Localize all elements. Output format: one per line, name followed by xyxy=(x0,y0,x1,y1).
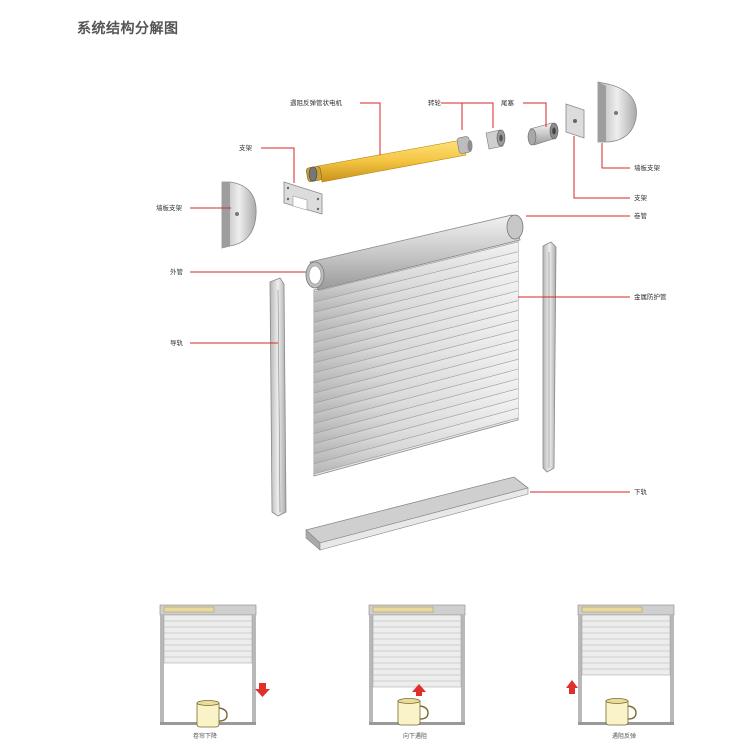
slat-edge xyxy=(313,417,519,475)
mug-icon xyxy=(196,700,228,728)
slat-edge xyxy=(313,300,519,353)
slat xyxy=(314,378,518,444)
guide-rail-left xyxy=(269,277,287,517)
slat-edge xyxy=(313,241,519,293)
label-bracket-right: 支架 xyxy=(634,193,648,202)
label-guide-rail: 导轨 xyxy=(170,338,184,347)
slat-curtain xyxy=(313,239,519,477)
label-roller-tube: 卷管 xyxy=(634,211,648,220)
slat xyxy=(314,388,518,454)
slat xyxy=(314,281,518,343)
label-bottom-rail: 下轨 xyxy=(634,487,648,496)
slat xyxy=(314,242,518,303)
bracket-plate-right xyxy=(565,103,585,139)
slat-edge xyxy=(313,359,519,414)
mug-icon xyxy=(605,698,637,726)
end-cap xyxy=(527,122,559,146)
slat-edge xyxy=(313,319,519,374)
label-wheel: 转轮 xyxy=(428,98,442,107)
label-end-cap: 尾塞 xyxy=(501,98,515,107)
slat-edge xyxy=(313,310,519,364)
slat-edge xyxy=(313,378,519,434)
bottom-rail xyxy=(305,476,529,551)
slat-edge xyxy=(313,329,519,384)
label-wall-bracket-left: 墙板支架 xyxy=(156,203,183,212)
leader-lines xyxy=(190,102,630,493)
mug-icon xyxy=(397,698,429,726)
guide-rail-right xyxy=(542,241,557,473)
slat-edge xyxy=(313,261,519,313)
tubular-motor xyxy=(306,136,473,183)
slat xyxy=(314,408,518,474)
slat xyxy=(314,310,518,373)
slat xyxy=(314,369,518,434)
slat xyxy=(314,339,518,404)
slat xyxy=(314,271,518,333)
slat xyxy=(314,330,518,394)
label-bracket-top-left: 支架 xyxy=(239,143,253,152)
slat xyxy=(314,290,518,353)
slat xyxy=(314,359,518,424)
slat xyxy=(314,320,518,383)
step-panel-2 xyxy=(368,604,466,725)
operation-steps: 卷帘下降 向下遇阻 遇阻反弹 xyxy=(159,604,675,740)
slat-edge xyxy=(313,251,519,303)
slat xyxy=(314,300,518,363)
slat xyxy=(314,398,518,464)
slat xyxy=(314,261,518,323)
bracket-plate-left xyxy=(283,181,323,215)
slat-edge xyxy=(313,398,519,455)
label-outer-tube: 外管 xyxy=(170,267,184,276)
slat-edge xyxy=(313,407,519,465)
slat-edge xyxy=(313,280,519,333)
step-panel-3 xyxy=(566,604,675,725)
drive-wheel xyxy=(485,129,506,150)
slat-edge xyxy=(313,271,519,323)
wall-bracket-left xyxy=(221,181,257,249)
roller-tube xyxy=(305,214,524,291)
slat-edge xyxy=(313,290,519,343)
slat xyxy=(314,349,518,414)
arrow-up-icon xyxy=(566,680,578,694)
slat-edge xyxy=(313,349,519,404)
slat-edge xyxy=(313,339,519,394)
caption-step-1: 卷帘下降 xyxy=(193,732,217,740)
page-title: 系统结构分解图 xyxy=(77,21,179,37)
label-metal-slats: 金属防护管 xyxy=(634,292,667,301)
step-panel-1 xyxy=(159,604,270,725)
arrow-down-icon xyxy=(255,683,270,697)
label-motor: 遇阻反弹管状电机 xyxy=(290,98,343,107)
wall-bracket-right xyxy=(597,81,637,143)
arrow-up-icon xyxy=(412,684,426,696)
caption-step-2: 向下遇阻 xyxy=(403,732,427,740)
slat-edge xyxy=(313,388,519,444)
slat xyxy=(314,251,518,313)
label-wall-bracket-right: 墙板支架 xyxy=(634,163,661,172)
slat-edge xyxy=(313,368,519,424)
caption-step-3: 遇阻反弹 xyxy=(612,732,636,740)
